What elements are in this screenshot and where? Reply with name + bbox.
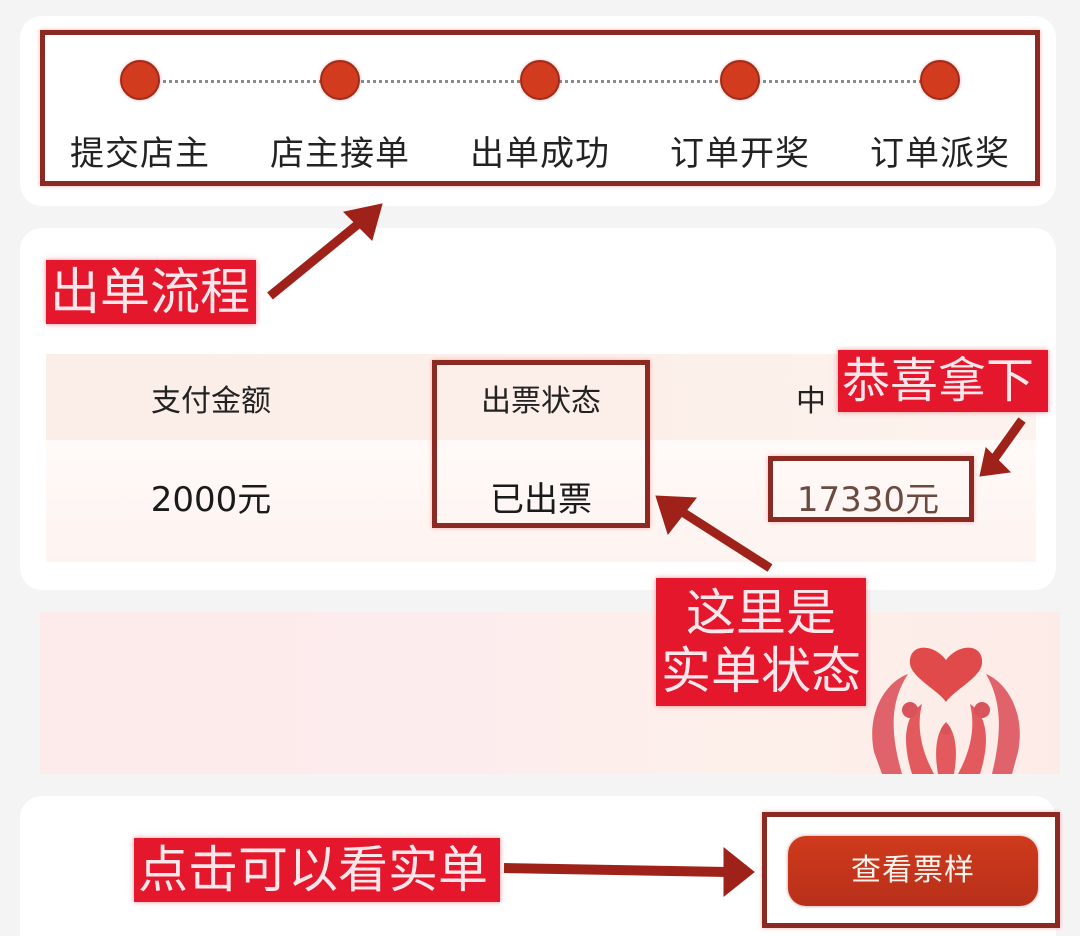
payment-amount-value: 2000元: [150, 480, 272, 520]
step-payout: 订单派奖: [840, 60, 1040, 175]
step-dot-icon: [120, 60, 160, 100]
step-owner-accept: 店主接单: [240, 60, 440, 175]
annotation-flow-label: 出单流程: [46, 260, 256, 324]
winnings-value: 17330元: [796, 480, 940, 520]
step-draw: 订单开奖: [640, 60, 840, 175]
payment-amount-header: 支付金额: [151, 384, 271, 419]
step-dot-icon: [320, 60, 360, 100]
annotation-congrats-label: 恭喜拿下: [838, 350, 1048, 412]
heart-logo-icon: [872, 647, 1020, 774]
winnings-header: 中: [796, 384, 826, 419]
ticket-status-highlight-box: [432, 360, 650, 528]
step-label: 出单成功: [470, 134, 610, 174]
winnings-highlight-box: [768, 456, 974, 522]
step-dot-icon: [520, 60, 560, 100]
step-issued: 出单成功: [440, 60, 640, 175]
annotation-status-line1: 这里是: [686, 584, 836, 642]
step-submit-owner: 提交店主: [40, 60, 240, 175]
step-label: 订单派奖: [870, 134, 1010, 174]
annotation-status-label: 这里是 实单状态: [656, 578, 866, 706]
ticket-status-value: 已出票: [490, 480, 592, 520]
step-dot-icon: [720, 60, 760, 100]
view-ticket-sample-button[interactable]: 查看票样: [788, 836, 1038, 906]
ticket-status-header: 出票状态: [481, 384, 601, 419]
step-label: 提交店主: [70, 134, 210, 174]
annotation-click-label: 点击可以看实单: [134, 838, 500, 902]
step-label: 店主接单: [270, 134, 410, 174]
step-label: 订单开奖: [670, 134, 810, 174]
annotation-status-line2: 实单状态: [661, 642, 861, 700]
progress-highlight-box: [40, 30, 1040, 186]
step-dot-icon: [920, 60, 960, 100]
